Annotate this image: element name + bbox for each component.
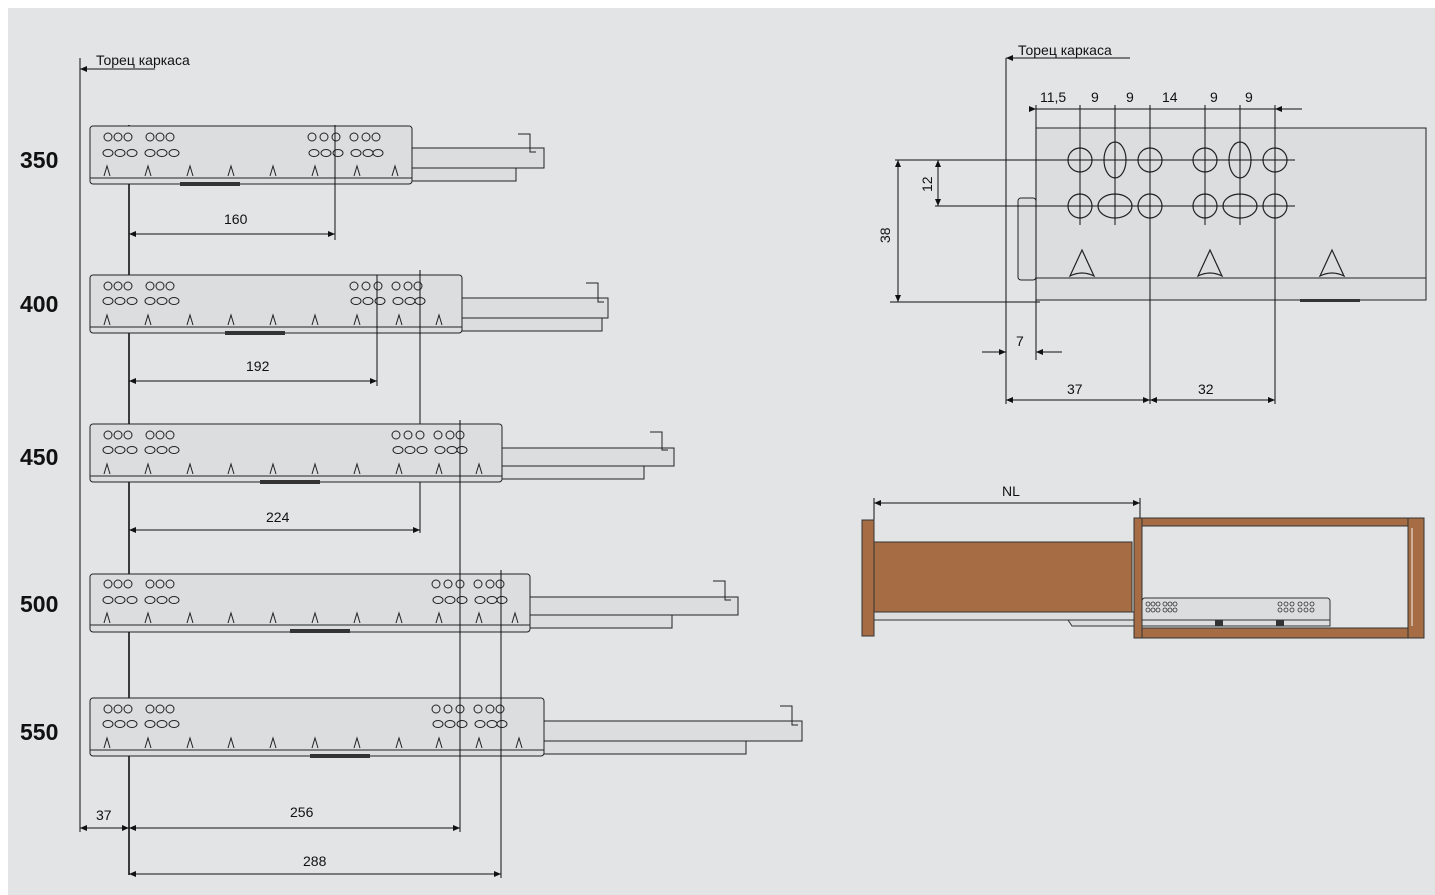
frame-label-left: Торец каркаса [96, 52, 190, 68]
rail-350: 350 [20, 125, 545, 240]
size-label-450: 450 [20, 444, 58, 470]
size-label-350: 350 [20, 147, 58, 173]
size-label-400: 400 [20, 291, 58, 317]
dim-37-detail: 37 [1067, 381, 1083, 397]
left-runner-group: Торец каркаса 350 [20, 52, 803, 878]
dim-7: 7 [1016, 333, 1024, 349]
rail-500: 500 [20, 573, 739, 633]
dim-192: 192 [246, 358, 270, 374]
dim-37-left: 37 [96, 807, 112, 823]
dim-32: 32 [1198, 381, 1214, 397]
dim-38: 38 [877, 227, 893, 243]
rail-450: 450 [20, 423, 675, 533]
spacing-9-b: 9 [1126, 89, 1134, 105]
spacing-9-c: 9 [1210, 89, 1218, 105]
size-label-500: 500 [20, 591, 58, 617]
size-label-550: 550 [20, 719, 58, 745]
dim-256: 256 [290, 804, 314, 820]
frame-label-detail: Торец каркаса [1018, 42, 1112, 58]
rail-400: 400 [20, 270, 609, 533]
spacing-11-5: 11,5 [1040, 89, 1066, 105]
dim-160: 160 [224, 211, 248, 227]
dim-12: 12 [919, 176, 935, 192]
cabinet-drawing: NL [861, 483, 1425, 639]
spacing-9-a: 9 [1091, 89, 1099, 105]
spacing-14: 14 [1162, 89, 1178, 105]
hole-detail-drawing: Торец каркаса [877, 42, 1427, 404]
nl-label: NL [1002, 483, 1020, 499]
spacing-9-d: 9 [1245, 89, 1253, 105]
rail-550: 550 [20, 697, 803, 758]
dim-224: 224 [266, 509, 290, 525]
dim-288: 288 [303, 853, 327, 869]
